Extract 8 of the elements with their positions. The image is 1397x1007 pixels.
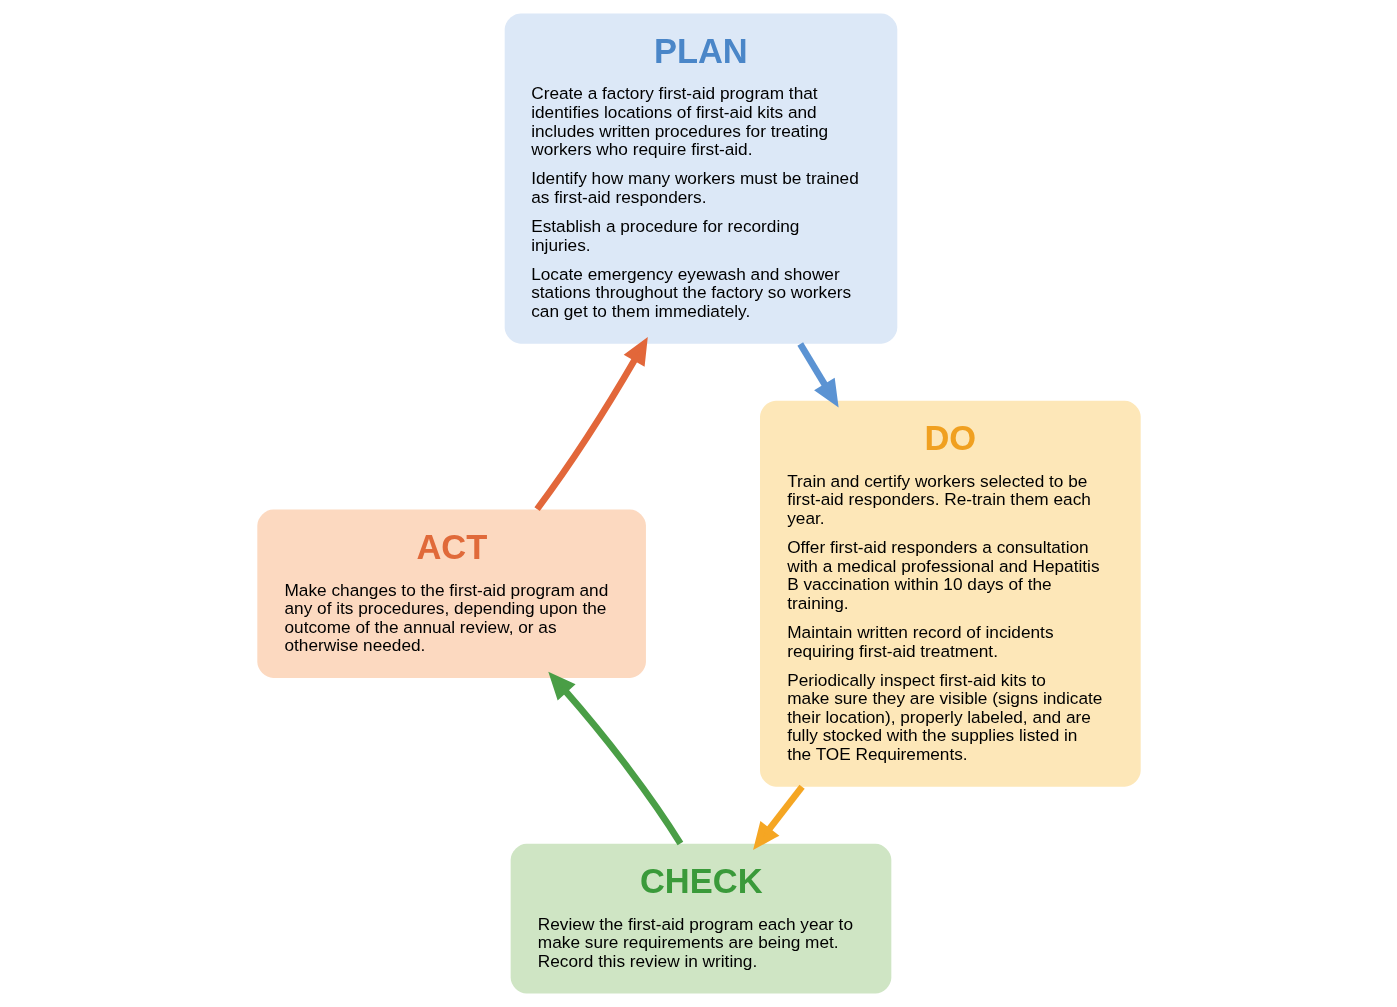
arrow: [796, 342, 839, 408]
node-box: CHECK Review the first-aid program each year to make sure requirements are being met. Record this review in writing.: [510, 843, 891, 994]
node-box: PLAN Create a factory first-aid program that identifies locations of first-aid kits and includes written procedures for treating workers who require first-aid. Identify how many workers must be trained as first-aid responders. Establish a procedure for recording injuries. Locate emergency eyewash and shower stations throughout the factory so workers can get to them immediately.: [504, 13, 897, 344]
arrow: [533, 336, 648, 512]
node-box: DO Train and certify workers selected to be first-aid responders. Re-train them each year. Offer first-aid responders a consultation with a medical professional and Hepatitis B vaccination within 10 days of the training. Maintain written record of incidents requiring first-aid treatment. Periodically inspect first-aid kits to make sure they are visible (signs indicate their location), properly labeled, and are fully stocked with the supplies listed in the TOE Requirements.: [759, 400, 1141, 787]
node-box: ACT Make changes to the first-aid program and any of its procedures, depending upon the outcome of the annual review, or as otherwise needed.: [256, 509, 646, 678]
arrow: [547, 671, 683, 846]
arrow: [752, 784, 805, 851]
